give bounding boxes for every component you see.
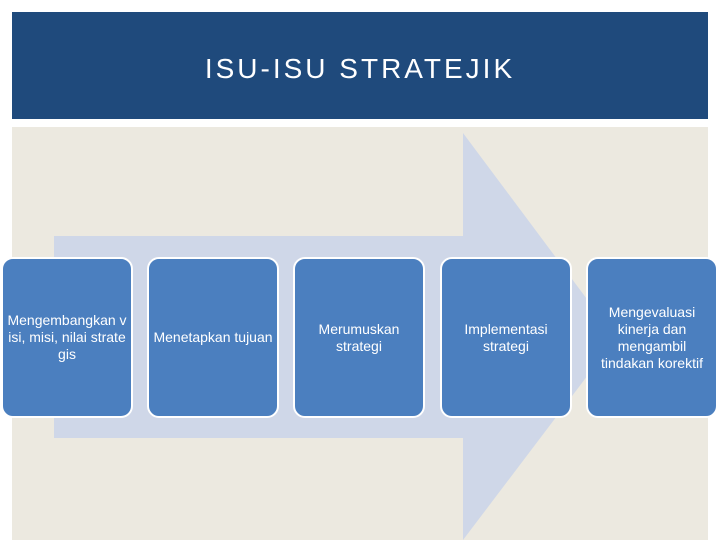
title-band: ISU-ISU STRATEJIK xyxy=(12,12,708,119)
slide-title: ISU-ISU STRATEJIK xyxy=(204,53,516,84)
step-box-1: Mengembangkan visi, misi, nilai strategi… xyxy=(1,257,133,418)
step-label-2: Menetapkan tujuan xyxy=(153,329,273,345)
step-box-2: Menetapkan tujuan xyxy=(147,257,279,418)
step-label-3: Merumuskan strategi xyxy=(318,320,400,354)
step-label-5: Mengevaluasi kinerja dan mengambil tinda… xyxy=(601,303,703,371)
step-label-4: Implementasi strategi xyxy=(464,320,548,354)
step-box-3: Merumuskan strategi xyxy=(293,257,425,418)
step-label-1: Mengembangkan visi, misi, nilai strategi… xyxy=(7,312,127,362)
step-box-4: Implementasi strategi xyxy=(440,257,572,418)
step-box-5: Mengevaluasi kinerja dan mengambil tinda… xyxy=(586,257,718,418)
